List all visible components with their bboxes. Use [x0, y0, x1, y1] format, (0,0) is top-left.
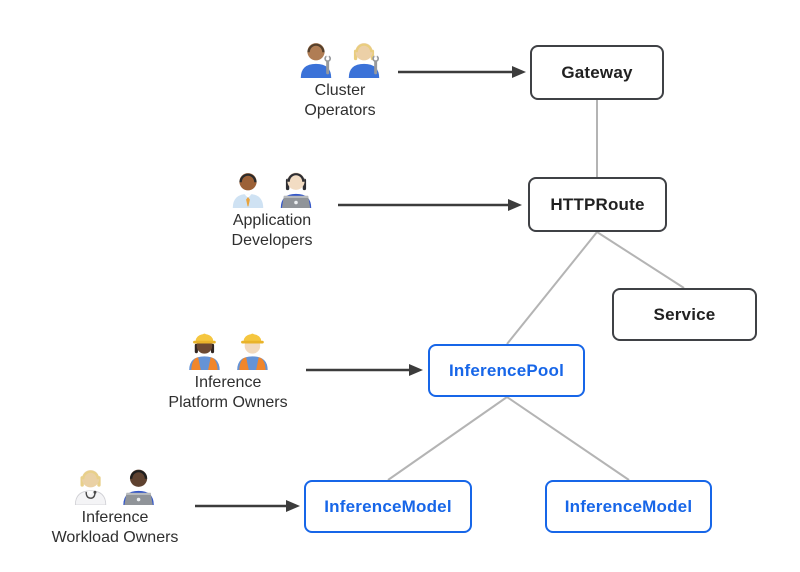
cluster-operators-label: Cluster Operators [304, 82, 376, 119]
node-inferencepool-label: InferencePool [448, 360, 565, 380]
node-service-label: Service [653, 304, 716, 324]
health-worker-emoji [75, 470, 107, 505]
node-service: Service [612, 288, 757, 341]
node-inferencemodel-left-label: InferenceModel [324, 496, 452, 516]
node-httproute: HTTPRoute [528, 177, 667, 232]
node-inferencepool: InferencePool [428, 344, 585, 397]
node-inferencemodel-right: InferenceModel [545, 480, 712, 533]
node-inferencemodel-right-label: InferenceModel [564, 496, 693, 516]
woman-construction-worker-emoji [188, 333, 220, 370]
persona-cluster-operators: Cluster Operators [295, 36, 385, 121]
edge-httproute-service [596, 231, 685, 289]
inference-workload-owners-label: Inference Workload Owners [51, 509, 179, 546]
edge-inferencepool-inferencemodel-left [387, 396, 508, 481]
edge-inferencepool-inferencemodel-right [506, 396, 630, 481]
node-inferencemodel-left: InferenceModel [304, 480, 472, 533]
woman-technologist-emoji [280, 172, 312, 208]
man-office-worker-emoji [232, 173, 264, 208]
persona-inference-workload-owners: Inference Workload Owners [51, 463, 179, 548]
node-gateway: Gateway [530, 45, 664, 100]
application-developers-label: Application Developers [231, 212, 313, 249]
inference-workload-owners-emoji-row [70, 463, 160, 505]
inference-platform-owners-label: Inference Platform Owners [168, 374, 288, 411]
man-construction-worker-emoji [236, 333, 268, 370]
edge-httproute-inferencepool [506, 231, 598, 345]
cluster-operators-emoji-row [295, 36, 385, 78]
node-gateway-label: Gateway [561, 62, 633, 82]
persona-application-developers: Application Developers [227, 166, 317, 251]
application-developers-emoji-row [227, 166, 317, 208]
node-httproute-label: HTTPRoute [550, 194, 645, 214]
persona-inference-platform-owners: Inference Platform Owners [168, 328, 288, 413]
man-mechanic-emoji [300, 43, 332, 78]
man-technologist-emoji [123, 469, 155, 505]
inference-platform-owners-emoji-row [183, 328, 273, 370]
woman-mechanic-emoji [348, 43, 380, 78]
